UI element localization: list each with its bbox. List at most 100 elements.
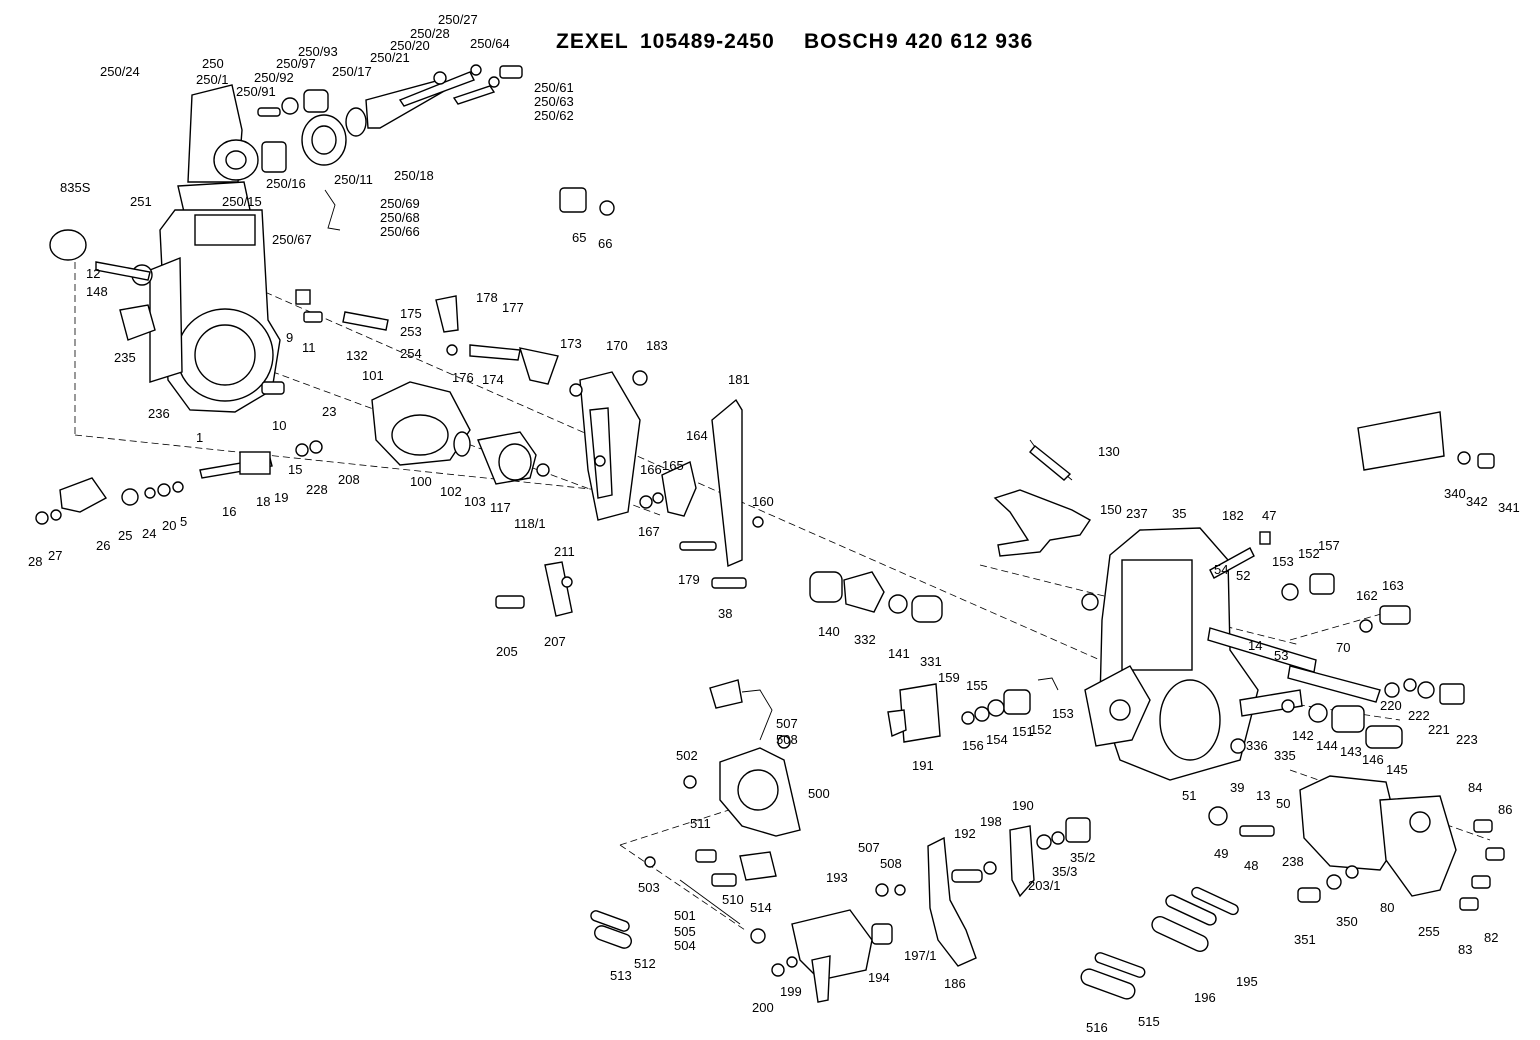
part-label: 340 [1444, 486, 1466, 501]
part-label: 350 [1336, 914, 1358, 929]
part-label: 255 [1418, 924, 1440, 939]
part-label: 236 [148, 406, 170, 421]
part-label: 156 [962, 738, 984, 753]
part-label: 152 [1030, 722, 1052, 737]
part-label: 70 [1336, 640, 1350, 655]
part-label: 23 [322, 404, 336, 419]
part-label: 19 [274, 490, 288, 505]
part-label: 250/92 [254, 70, 294, 85]
part-label: 235 [114, 350, 136, 365]
part-label: 117 [490, 500, 511, 515]
part-label: 250/66 [380, 224, 420, 239]
part-label: 220 [1380, 698, 1402, 713]
part-label: 502 [676, 748, 698, 763]
part-label: 28 [28, 554, 42, 569]
part-label: 507 [858, 840, 880, 855]
part-label: 181 [728, 372, 750, 387]
part-label: 250 [202, 56, 224, 71]
part-label: 35/2 [1070, 850, 1095, 865]
part-label: 250/15 [222, 194, 262, 209]
part-label: 132 [346, 348, 368, 363]
part-label: 118/1 [514, 516, 546, 531]
part-label: 82 [1484, 930, 1498, 945]
part-label: 54 [1214, 562, 1228, 577]
part-label: 182 [1222, 508, 1244, 523]
part-label: 66 [598, 236, 612, 251]
part-label: 500 [808, 786, 830, 801]
part-label: 52 [1236, 568, 1250, 583]
part-label: 148 [86, 284, 108, 299]
part-label: 49 [1214, 846, 1228, 861]
part-label: 508 [880, 856, 902, 871]
part-label: 510 [722, 892, 744, 907]
part-label: 192 [954, 826, 976, 841]
part-label: 253 [400, 324, 422, 339]
part-label: 208 [338, 472, 360, 487]
part-label: 250/93 [298, 44, 338, 59]
part-label: 16 [222, 504, 236, 519]
part-label: 10 [272, 418, 286, 433]
part-label: 170 [606, 338, 628, 353]
part-label: 514 [750, 900, 772, 915]
part-label: 173 [560, 336, 582, 351]
part-label: 179 [678, 572, 700, 587]
part-label: 200 [752, 1000, 774, 1015]
spring-pairs [590, 886, 1239, 1000]
part-label: 20 [162, 518, 176, 533]
part-label: 197/1 [904, 948, 937, 963]
part-label: 250/61 [534, 80, 574, 95]
part-label: 342 [1466, 494, 1488, 509]
part-label: 167 [638, 524, 660, 539]
maker-name: ZEXEL [556, 30, 629, 53]
part-label: 47 [1262, 508, 1276, 523]
part-label: 160 [752, 494, 774, 509]
maker-part-number: 105489-2450 [640, 30, 775, 53]
part-label: 505 [674, 924, 696, 939]
part-label: 250/27 [438, 12, 478, 27]
part-label: 351 [1294, 932, 1316, 947]
part-label: 207 [544, 634, 566, 649]
part-label: 194 [868, 970, 890, 985]
part-label: 513 [610, 968, 632, 983]
part-label: 507 [776, 716, 798, 731]
part-label: 250/11 [334, 172, 373, 187]
part-label: 183 [646, 338, 668, 353]
part-label: 162 [1356, 588, 1378, 603]
part-label: 153 [1052, 706, 1074, 721]
part-label: 48 [1244, 858, 1258, 873]
part-label: 27 [48, 548, 62, 563]
part-label: 157 [1318, 538, 1340, 553]
part-label: 142 [1292, 728, 1314, 743]
part-label: 332 [854, 632, 876, 647]
part-label: 250/17 [332, 64, 372, 79]
part-label: 341 [1498, 500, 1520, 515]
part-label: 25 [118, 528, 132, 543]
part-label: 195 [1236, 974, 1258, 989]
part-label: 223 [1456, 732, 1478, 747]
part-label: 12 [86, 266, 100, 281]
part-label: 504 [674, 938, 696, 953]
part-label: 191 [912, 758, 934, 773]
part-label: 250/69 [380, 196, 420, 211]
part-label: 511 [690, 816, 711, 831]
part-label: 35 [1172, 506, 1186, 521]
part-label: 238 [1282, 854, 1304, 869]
part-label: 250/64 [470, 36, 510, 51]
part-label: 335 [1274, 748, 1296, 763]
part-label: 151 [1012, 724, 1034, 739]
part-label: 250/21 [370, 50, 410, 65]
part-label: 159 [938, 670, 960, 685]
part-label: 166 [640, 462, 662, 477]
part-label: 501 [674, 908, 696, 923]
part-label: 101 [362, 368, 384, 383]
part-label: 15 [288, 462, 302, 477]
brand-name: BOSCH [804, 30, 885, 53]
part-label: 53 [1274, 648, 1288, 663]
part-label: 51 [1182, 788, 1196, 803]
parts-artwork [35, 64, 1505, 1003]
part-label: 143 [1340, 744, 1362, 759]
part-label: 186 [944, 976, 966, 991]
part-label: 250/68 [380, 210, 420, 225]
part-label: 103 [464, 494, 486, 509]
